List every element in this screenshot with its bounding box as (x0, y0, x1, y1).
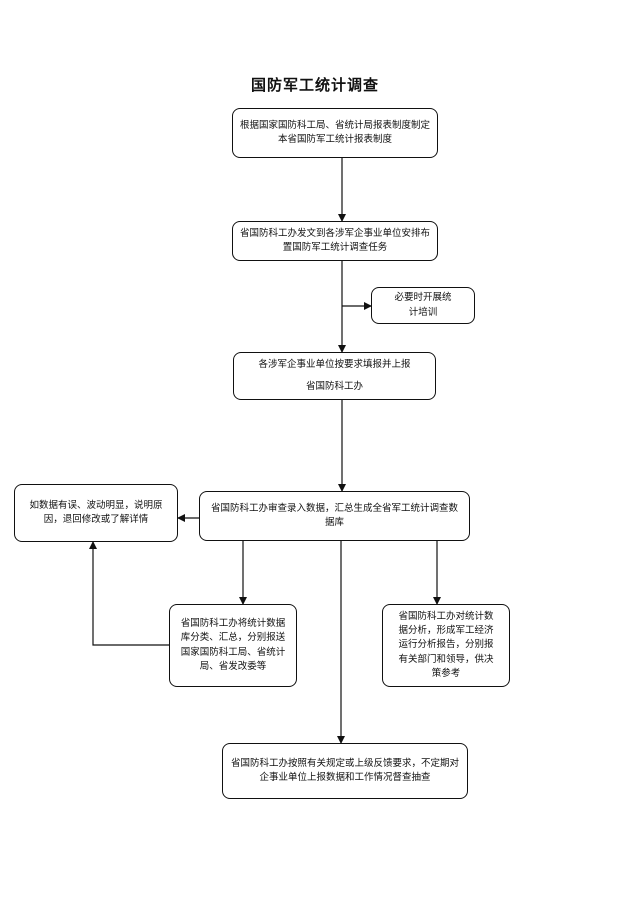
step-box-fill-report: 各涉军企事业单位按要求填报并上报 省国防科工办 (233, 352, 436, 400)
page-title: 国防军工统计调查 (250, 76, 379, 94)
step-box-distribute-report: 省国防科工办将统计数据库分类、汇总，分别报送国家国防科工局、省统计局、省发改委等 (169, 604, 297, 687)
step-box-assign-task: 省国防科工办发文到各涉军企事业单位安排布置国防军工统计调查任务 (232, 221, 438, 261)
step-text: 省国防科工办审查录入数据，汇总生成全省军工统计调查数据库 (210, 502, 458, 528)
arrow-feedback-to-error (89, 541, 169, 646)
step-text: 省国防科工办 (305, 381, 363, 392)
step-box-supervise-check: 省国防科工办按照有关规定或上级反馈要求，不定期对企事业单位上报数据和工作情况督查… (222, 743, 468, 799)
step-box-analysis-report: 省国防科工办对统计数据分析，形成军工经济运行分析报告，分别报有关部门和领导，供决… (382, 604, 510, 687)
step-text: 各涉军企事业单位按要求填报并上报 (258, 358, 411, 370)
step-text: 省国防科工办对统计数据分析，形成军工经济运行分析报告，分别报有关部门和领导，供决… (398, 610, 494, 679)
step-box-review-data: 省国防科工办审查录入数据，汇总生成全省军工统计调查数据库 (199, 491, 470, 541)
step-box-formulate-system: 根据国家国防科工局、省统计局报表制度制定本省国防军工统计报表制度 (232, 108, 438, 158)
step-text: 如数据有误、波动明显，说明原因，退回修改或了解详情 (29, 499, 163, 525)
step-box-training: 必要时开展统计培训 (371, 287, 475, 324)
step-text: 省国防科工办发文到各涉军企事业单位安排布置国防军工统计调查任务 (239, 227, 430, 253)
step-text: 必要时开展统计培训 (394, 292, 452, 318)
step-text: 根据国家国防科工局、省统计局报表制度制定本省国防军工统计报表制度 (239, 119, 430, 145)
step-box-error-feedback: 如数据有误、波动明显，说明原因，退回修改或了解详情 (14, 484, 178, 542)
step-text: 省国防科工办按照有关规定或上级反馈要求，不定期对企事业单位上报数据和工作情况督查… (231, 757, 460, 783)
step-text: 省国防科工办将统计数据库分类、汇总，分别报送国家国防科工局、省统计局、省发改委等 (180, 618, 286, 672)
